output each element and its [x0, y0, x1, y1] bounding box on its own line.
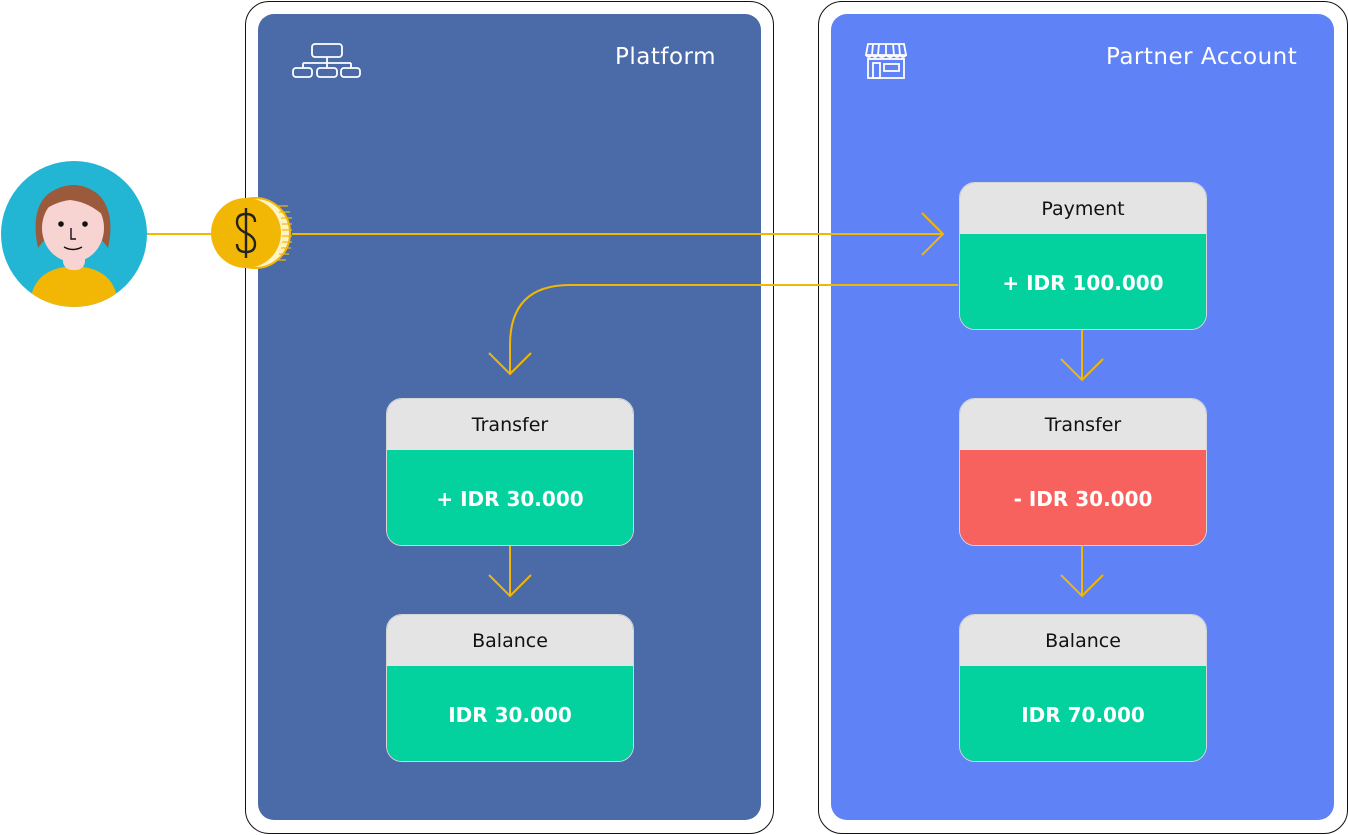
- partner-title: Partner Account: [1106, 44, 1298, 70]
- platform-title: Platform: [615, 44, 716, 70]
- platform-balance-card: Balance IDR 30.000: [386, 614, 634, 762]
- platform-transfer-to-balance-arrowhead: [488, 574, 532, 598]
- platform-transfer-card: Transfer + IDR 30.000: [386, 398, 634, 546]
- customer-avatar-icon: [1, 161, 147, 307]
- platform-balance-amount: IDR 30.000: [387, 666, 633, 761]
- split-transfer-line: [509, 284, 958, 374]
- partner-transfer-label: Transfer: [960, 399, 1206, 450]
- partner-transfer-card: Transfer - IDR 30.000: [959, 398, 1207, 546]
- hierarchy-icon: [292, 43, 361, 78]
- partner-balance-amount: IDR 70.000: [960, 666, 1206, 761]
- partner-payment-label: Payment: [960, 183, 1206, 234]
- partner-balance-label: Balance: [960, 615, 1206, 666]
- partner-balance-card: Balance IDR 70.000: [959, 614, 1207, 762]
- partner-transfer-to-balance-arrowhead: [1060, 574, 1104, 598]
- payment-to-transfer-arrowhead: [1060, 358, 1104, 382]
- platform-transfer-label: Transfer: [387, 399, 633, 450]
- split-arrowhead: [488, 352, 532, 376]
- dollar-coin-icon: [211, 197, 292, 269]
- payment-arrowhead: [921, 212, 945, 256]
- partner-payment-card: Payment + IDR 100.000: [959, 182, 1207, 330]
- partner-transfer-amount: - IDR 30.000: [960, 450, 1206, 545]
- storefront-icon: [864, 43, 908, 79]
- platform-balance-label: Balance: [387, 615, 633, 666]
- partner-payment-amount: + IDR 100.000: [960, 234, 1206, 329]
- platform-transfer-amount: + IDR 30.000: [387, 450, 633, 545]
